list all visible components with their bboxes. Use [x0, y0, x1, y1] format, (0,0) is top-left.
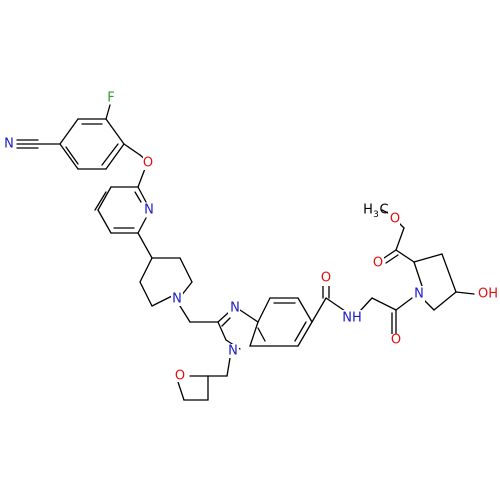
ester-carbonyl-oxygen-label: O	[373, 256, 383, 271]
nitrile-nitrogen-label: N	[4, 137, 14, 152]
methyl-h-label: H	[363, 203, 373, 218]
ether-oxygen-label: O	[143, 156, 153, 171]
hydroxyl-label: OH	[478, 287, 498, 302]
imidazole-n1-label: N	[228, 344, 238, 359]
atom-labels: N F O N N N N O O NH O N OH O O H 3 C	[2, 91, 498, 384]
fluorine-label: F	[107, 91, 114, 106]
glycyl-oxygen-label: O	[391, 333, 401, 348]
imidazole-n3-label: N	[230, 301, 240, 316]
pyridine-nitrogen-label: N	[144, 203, 154, 218]
methyl-c-label: C	[379, 203, 388, 218]
oxetane-oxygen-label: O	[175, 369, 185, 384]
ester-ether-oxygen-label: O	[390, 212, 400, 227]
amide-nh-label: NH	[342, 311, 362, 326]
bond-lines	[16, 104, 475, 401]
pyrrolidine-nitrogen-label: N	[414, 287, 424, 302]
piperidine-nitrogen-label: N	[172, 292, 182, 307]
amide-oxygen-label: O	[321, 271, 331, 286]
methyl-subscript-label: 3	[373, 210, 379, 220]
